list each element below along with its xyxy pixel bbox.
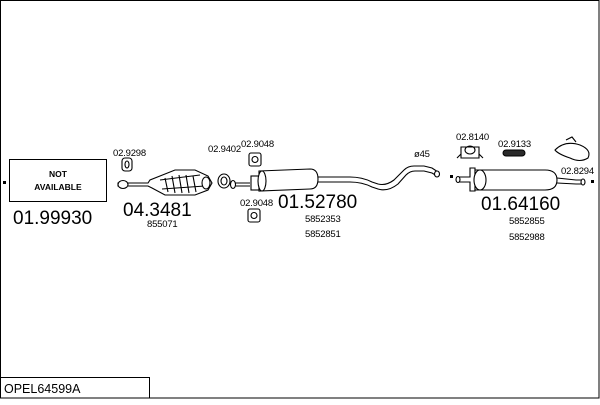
clamp-front-icon[interactable]	[121, 157, 133, 172]
rear-mount-ring-icon[interactable]	[456, 145, 484, 159]
rear-mount-ring-label: 02.8140	[456, 132, 489, 143]
mount-top-label: 02.9048	[241, 139, 274, 150]
middle-silencer-icon[interactable]	[229, 165, 441, 192]
title-box: OPEL64599A	[0, 377, 150, 399]
rear-oe-number-2: 5852988	[509, 232, 545, 243]
rear-mount-right-icon[interactable]	[554, 136, 590, 162]
mount-top-icon[interactable]	[248, 152, 262, 167]
right-anchor-marker	[591, 180, 594, 183]
catalytic-oe-number: 855071	[147, 219, 178, 230]
middle-silencer-part-number: 01.52780	[278, 192, 357, 213]
rear-oe-number-1: 5852855	[509, 216, 545, 227]
catalytic-converter-icon[interactable]	[117, 169, 213, 196]
rear-mount-bracket-label: 02.9133	[498, 139, 531, 150]
mount-bottom-label: 02.9048	[240, 198, 273, 209]
gasket-mid-label: 02.9402	[208, 144, 241, 155]
middle-oe-number-1: 5852353	[305, 214, 341, 225]
left-anchor-marker	[3, 181, 6, 184]
rear-mount-bracket-icon[interactable]	[502, 149, 526, 157]
rear-silencer-part-number: 01.64160	[481, 194, 560, 215]
middle-oe-number-2: 5852851	[305, 229, 341, 240]
clamp-front-label: 02.9298	[113, 148, 146, 159]
not-available-line1: NOT	[49, 169, 68, 179]
not-available-box[interactable]: NOT AVAILABLE	[9, 159, 107, 202]
mount-bottom-icon[interactable]	[247, 208, 261, 223]
gasket-mid-icon[interactable]	[217, 173, 231, 189]
model-code: OPEL64599A	[4, 382, 81, 396]
front-pipe-part-number: 01.99930	[13, 208, 92, 229]
rear-mount-right-label: 02.8294	[561, 166, 594, 177]
catalytic-part-number: 04.3481	[123, 200, 192, 221]
not-available-line2: AVAILABLE	[34, 182, 82, 192]
pipe-diameter-label: ø45	[414, 149, 430, 160]
rear-silencer-icon[interactable]	[450, 167, 586, 192]
